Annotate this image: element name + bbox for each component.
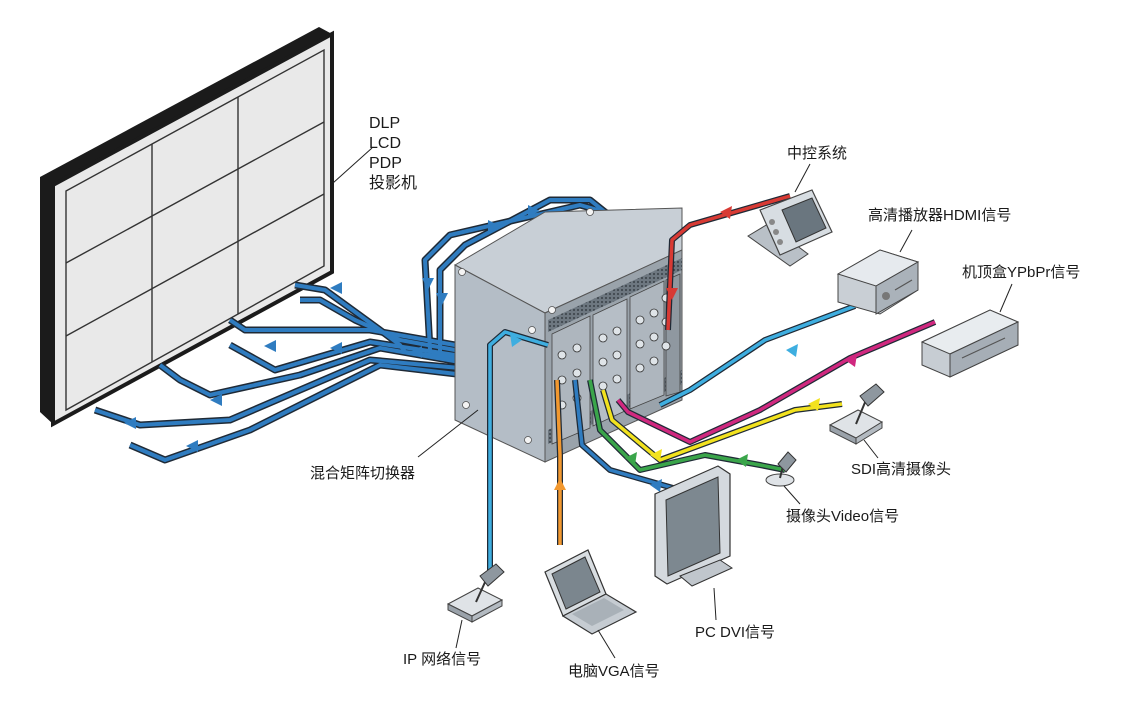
switcher-connectors <box>557 293 671 410</box>
display-type-pdp: PDP <box>369 155 402 172</box>
pc-dvi-label: PC DVI信号 <box>695 624 775 641</box>
pc-monitor <box>654 465 734 587</box>
switcher-screws <box>458 208 594 444</box>
video-wall-grid <box>65 48 325 412</box>
display-type-lcd: LCD <box>369 135 401 152</box>
video-camera-label: 摄像头Video信号 <box>786 508 899 525</box>
hdmi-player-leader <box>899 229 913 253</box>
laptop-leader <box>597 629 616 659</box>
central-control-leader <box>794 163 811 193</box>
central-control-cable <box>666 194 791 331</box>
central-control-panel <box>747 189 833 267</box>
set-top-box-leader <box>999 283 1013 313</box>
input-arrows <box>510 206 857 492</box>
input-cables <box>487 193 937 570</box>
display-type-projector: 投影机 <box>369 174 417 192</box>
video-camera <box>765 451 797 487</box>
sdi-camera-leader <box>863 439 879 459</box>
pc-monitor-leader <box>713 587 717 621</box>
video-camera-leader <box>783 485 801 505</box>
video-cable <box>588 379 786 472</box>
ip-signal-label: IP 网络信号 <box>403 651 481 668</box>
video-wall <box>40 27 334 428</box>
display-type-dlp: DLP <box>369 115 400 132</box>
hdmi-player <box>836 249 920 315</box>
ip-cable <box>488 330 549 570</box>
laptop-vga-label: 电脑VGA信号 <box>568 663 660 680</box>
output-arrows <box>124 205 540 452</box>
laptop <box>544 549 638 635</box>
matrix-switcher-leader <box>417 409 479 458</box>
matrix-switcher-label: 混合矩阵切换器 <box>310 465 415 482</box>
central-control-label: 中控系统 <box>787 145 847 162</box>
set-top-box <box>920 309 1020 378</box>
output-cables <box>93 196 664 464</box>
dvi-cable <box>573 379 681 492</box>
ip-camera <box>446 563 505 623</box>
sdi-camera <box>828 383 885 445</box>
hdmi-player-label: 高清播放器HDMI信号 <box>868 207 1011 224</box>
display-types-leader <box>332 147 373 184</box>
sdi-camera-label: SDI高清摄像头 <box>851 461 951 478</box>
set-top-box-label: 机顶盒YPbPr信号 <box>962 264 1080 281</box>
display-types-label: DLP LCD PDP 投影机 <box>369 115 417 192</box>
ip-camera-leader <box>455 619 463 649</box>
vga-cable <box>555 379 562 545</box>
hdmi-cable <box>659 304 856 407</box>
ypbpr-cable <box>616 320 936 444</box>
